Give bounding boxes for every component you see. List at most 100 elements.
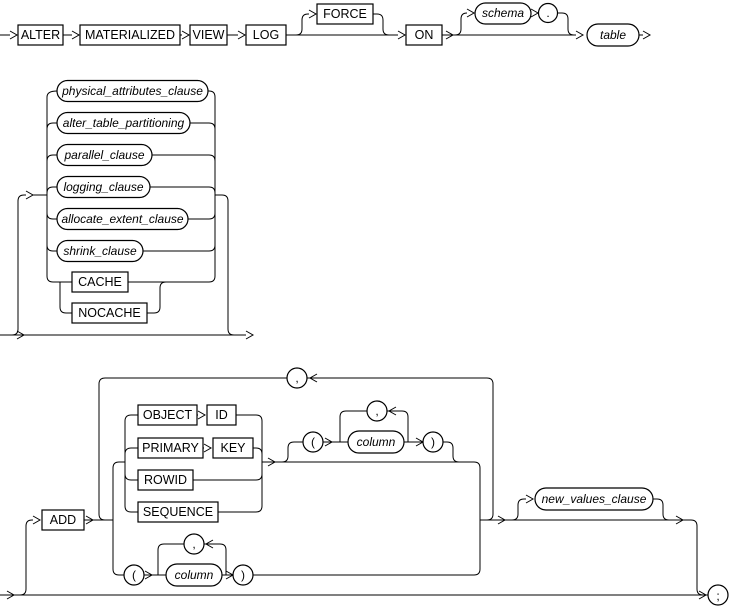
- keyword-label: SEQUENCE: [143, 505, 213, 519]
- keyword-label: OBJECT: [143, 408, 193, 422]
- keyword-box: [17, 24, 64, 46]
- keyword-log: LOG: [245, 24, 287, 46]
- keyword-label: ADD: [50, 513, 76, 527]
- connector-lines-row2: [0, 90, 246, 336]
- punct-comma-add-loop: ,: [286, 367, 308, 389]
- punct-comma-key-columns-loop: ,: [366, 400, 388, 422]
- punct-label: (: [311, 435, 315, 449]
- keyword-rowid: ROWID: [137, 469, 194, 491]
- punct-label: (: [132, 568, 136, 582]
- punct-circle: [537, 2, 559, 24]
- clause-oval: [56, 111, 191, 135]
- clause-oval: [56, 143, 153, 167]
- keyword-box: [245, 24, 287, 46]
- punct-comma-column-list-loop: ,: [183, 533, 205, 555]
- keyword-label: VIEW: [193, 28, 225, 42]
- clause-physical-attributes: physical_attributes_clause: [56, 79, 209, 103]
- clause-oval: [56, 175, 151, 199]
- clause-label: shrink_clause: [63, 244, 137, 258]
- clause-parallel: parallel_clause: [56, 143, 153, 167]
- punct-circle: [286, 367, 308, 389]
- punct-circle: [232, 564, 254, 586]
- keyword-label: ON: [415, 28, 434, 42]
- connector-lines-row1: [0, 12, 643, 36]
- keyword-box: [71, 302, 148, 324]
- keyword-object: OBJECT: [137, 404, 198, 426]
- operand-schema: schema: [474, 2, 532, 25]
- keyword-box: [189, 24, 228, 46]
- punct-rparen-column-list: ): [232, 564, 254, 586]
- clause-label: parallel_clause: [63, 148, 144, 162]
- keyword-on: ON: [405, 24, 443, 46]
- punct-label: ): [241, 568, 245, 582]
- operand-oval: [474, 2, 532, 25]
- punct-label: ,: [295, 371, 298, 385]
- keyword-sequence: SEQUENCE: [137, 501, 219, 523]
- punct-label: ,: [192, 537, 195, 551]
- connector-lines-row3: [0, 377, 708, 596]
- clause-oval: [56, 207, 189, 231]
- keyword-add: ADD: [41, 509, 85, 531]
- keyword-key: KEY: [212, 437, 254, 459]
- keyword-label: CACHE: [78, 275, 122, 289]
- keyword-box: [71, 271, 129, 293]
- punct-label: ): [431, 435, 435, 449]
- punct-lparen-column-list: (: [123, 564, 145, 586]
- clause-label: physical_attributes_clause: [61, 84, 203, 98]
- keyword-box: [316, 3, 374, 25]
- keyword-box: [137, 437, 204, 459]
- clause-label: allocate_extent_clause: [61, 212, 183, 226]
- keyword-label: MATERIALIZED: [85, 28, 175, 42]
- keyword-box: [212, 437, 254, 459]
- punct-label: ,: [375, 404, 378, 418]
- clause-new-values: new_values_clause: [534, 487, 654, 511]
- clause-oval: [56, 79, 209, 103]
- clause-shrink: shrink_clause: [56, 239, 144, 263]
- operand-label: column: [357, 435, 396, 449]
- keyword-box: [79, 24, 181, 46]
- keyword-box: [137, 404, 198, 426]
- keyword-label: ROWID: [144, 473, 187, 487]
- operand-label: schema: [482, 6, 524, 20]
- clause-alter-table-partitioning: alter_table_partitioning: [56, 111, 191, 135]
- punct-circle: [366, 400, 388, 422]
- clause-oval: [534, 487, 654, 511]
- keyword-materialized: MATERIALIZED: [79, 24, 181, 46]
- keyword-label: PRIMARY: [142, 441, 199, 455]
- keyword-label: NOCACHE: [78, 306, 141, 320]
- punct-period: .: [537, 2, 559, 24]
- operand-oval: [347, 430, 405, 454]
- punct-label: .: [546, 6, 549, 20]
- punct-rparen-key-columns: ): [422, 431, 444, 453]
- operand-column-key-list: column: [347, 430, 405, 454]
- keyword-force: FORCE: [316, 3, 374, 25]
- punct-circle: [422, 431, 444, 453]
- clause-label: logging_clause: [63, 180, 143, 194]
- clause-logging: logging_clause: [56, 175, 151, 199]
- keyword-nocache: NOCACHE: [71, 302, 148, 324]
- punct-circle: [707, 584, 729, 606]
- punct-circle: [302, 431, 324, 453]
- keyword-box: [137, 501, 219, 523]
- punct-lparen-key-columns: (: [302, 431, 324, 453]
- operand-label: column: [175, 568, 214, 582]
- keyword-primary: PRIMARY: [137, 437, 204, 459]
- operand-table: table: [586, 23, 640, 47]
- keyword-box: [137, 469, 194, 491]
- punct-semicolon-terminator: ;: [707, 584, 729, 606]
- keyword-box: [206, 404, 237, 426]
- clause-label: new_values_clause: [542, 492, 647, 506]
- clause-label: alter_table_partitioning: [63, 116, 185, 130]
- operand-label: table: [600, 28, 626, 42]
- keyword-box: [41, 509, 85, 531]
- punct-circle: [183, 533, 205, 555]
- keyword-label: ID: [215, 408, 228, 422]
- operand-oval: [165, 563, 223, 587]
- keyword-label: KEY: [220, 441, 246, 455]
- operand-column-plain-list: column: [165, 563, 223, 587]
- punct-label: ;: [716, 589, 719, 603]
- clause-oval: [56, 239, 144, 263]
- keyword-cache: CACHE: [71, 271, 129, 293]
